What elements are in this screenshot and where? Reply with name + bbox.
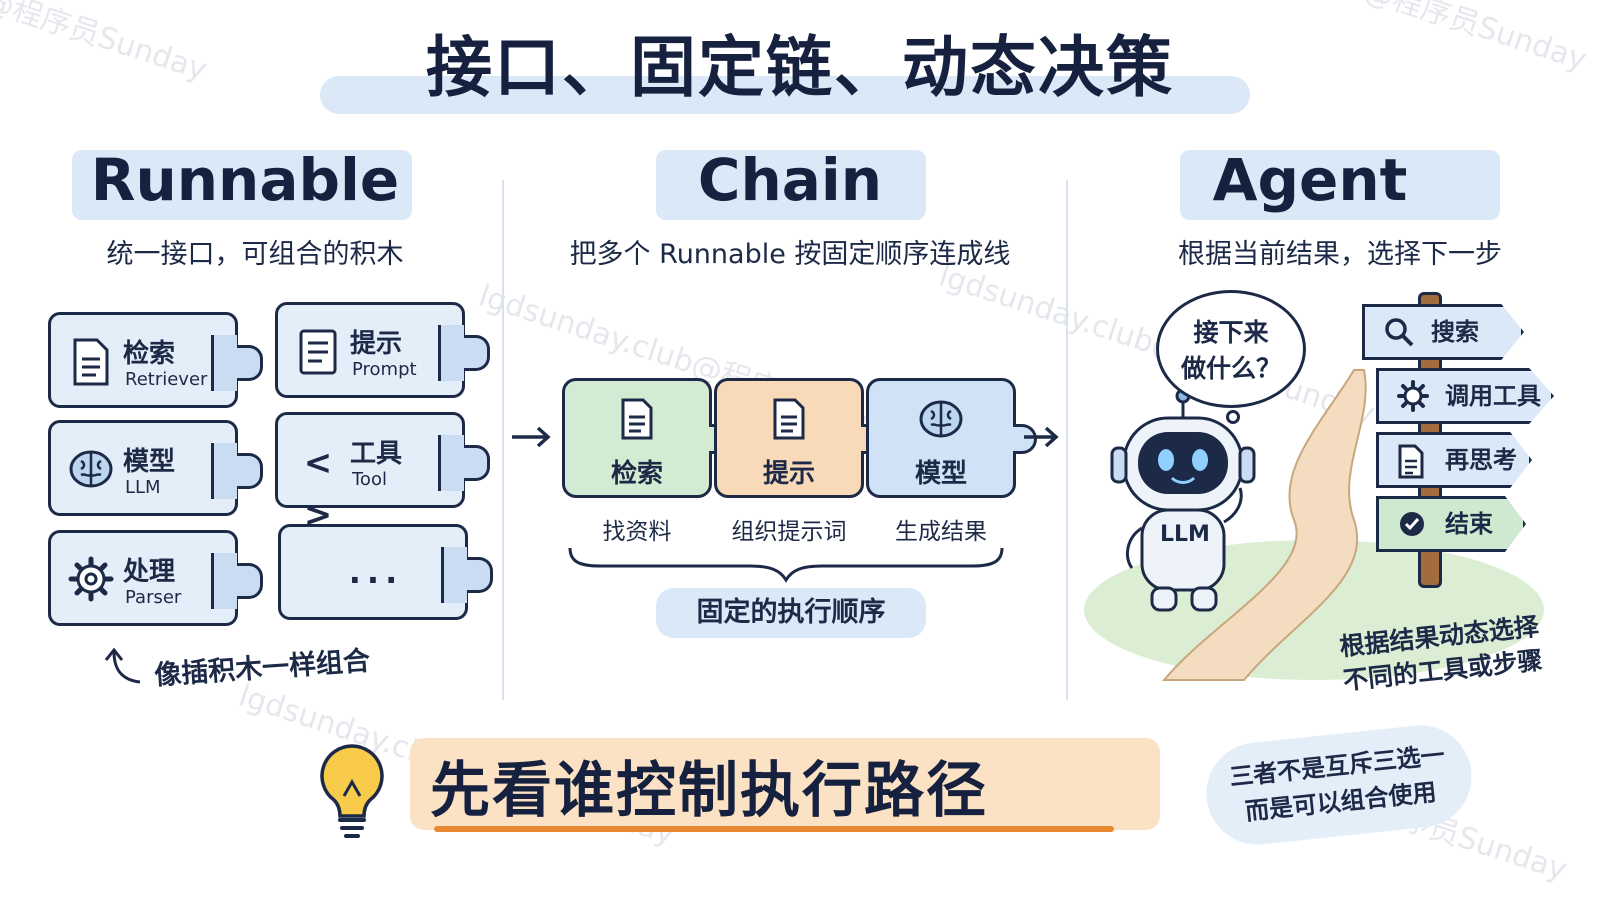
bubble-dot [1226, 410, 1240, 424]
sign-label: 再思考 [1445, 446, 1517, 474]
block-tool: < > 工具 Tool [275, 412, 490, 535]
curly-brace [568, 547, 1004, 583]
chain-output-arrow [1024, 426, 1059, 448]
runnable-subtitle: 统一接口，可组合的积木 [106, 239, 404, 270]
block-llm: 模型 LLM [48, 420, 263, 516]
document-icon [1397, 435, 1425, 488]
gear-icon [1397, 371, 1429, 424]
footer-underline [434, 826, 1114, 832]
sign-label: 结束 [1445, 510, 1493, 538]
block-more: ... [278, 524, 493, 620]
block-prompt: 提示 Prompt [275, 302, 490, 398]
sign-label: 搜索 [1431, 318, 1479, 346]
thought-bubble: 接下来 做什么？ [1156, 290, 1306, 408]
chain-step-prompt: 提示 [714, 378, 864, 498]
agent-title-highlight [1180, 150, 1500, 220]
step-description: 找资料 [602, 519, 672, 545]
chain-caption: 固定的执行顺序 [656, 588, 926, 638]
block-sublabel: Tool [352, 469, 387, 490]
lightbulb-icon [320, 744, 384, 838]
search-icon [1383, 307, 1415, 360]
document-icon [67, 337, 115, 389]
block-parser: 处理 Parser [48, 530, 263, 626]
block-sublabel: LLM [125, 477, 161, 498]
bubble-line: 接下来 [1193, 318, 1269, 347]
column-divider [1066, 180, 1068, 700]
step-label: 提示 [762, 459, 815, 489]
agent-subtitle: 根据当前结果，选择下一步 [1178, 239, 1502, 270]
block-label: 提示 [350, 329, 403, 359]
sign-finish: 结束 [1376, 496, 1526, 552]
footer-cloud: 三者不是互斥三选一 而是可以组合使用 [1201, 720, 1477, 850]
step-description: 生成结果 [895, 519, 987, 545]
note-icon [294, 327, 342, 379]
runnable-caption: 像插积木一样组合 [153, 645, 372, 692]
check-icon [1397, 499, 1427, 552]
sign-call-tool: 调用工具 [1376, 368, 1554, 424]
chain-subtitle: 把多个 Runnable 按固定顺序连成线 [569, 239, 1011, 270]
block-label: 检索 [123, 339, 176, 369]
sign-rethink: 再思考 [1376, 432, 1532, 488]
runnable-title: Runnable [90, 146, 400, 214]
bubble-line: 做什么？ [1180, 354, 1281, 383]
chain-title: Chain [697, 146, 883, 214]
chain-title-highlight [656, 150, 926, 220]
block-retriever: 检索 Retriever [48, 312, 263, 408]
footer-headline: 先看谁控制执行路径 [430, 756, 988, 826]
sign-search: 搜索 [1362, 304, 1524, 360]
brain-icon [67, 445, 115, 497]
brain-icon [869, 397, 1013, 451]
block-sublabel: Retriever [125, 369, 208, 390]
document-icon [717, 397, 861, 451]
block-label: 工具 [350, 439, 403, 469]
gear-icon [67, 555, 115, 607]
curved-arrow-icon [104, 647, 141, 684]
step-description: 组织提示词 [731, 519, 847, 545]
block-sublabel: Prompt [352, 359, 417, 380]
footer-highlight [410, 738, 1160, 830]
column-divider [502, 180, 504, 700]
block-label: 模型 [123, 447, 176, 477]
document-icon [565, 397, 709, 451]
sign-label: 调用工具 [1445, 382, 1541, 410]
robot-illustration [1110, 388, 1256, 612]
chain-step-model: 模型 [866, 378, 1016, 498]
puzzle-tab [1013, 424, 1037, 454]
more-dots: ... [348, 553, 404, 591]
chain-step-retrieve: 检索 [562, 378, 712, 498]
chain-input-arrow [512, 426, 551, 448]
agent-title: Agent [1212, 146, 1408, 214]
step-label: 模型 [914, 459, 967, 489]
step-label: 检索 [610, 459, 663, 489]
page-title: 接口、固定链、动态决策 [426, 29, 1174, 106]
robot-label: LLM [1160, 522, 1210, 547]
title-highlight [320, 76, 1250, 114]
block-label: 处理 [123, 557, 176, 587]
block-sublabel: Parser [125, 587, 182, 608]
code-icon: < > [303, 443, 333, 535]
runnable-title-highlight [72, 150, 412, 220]
